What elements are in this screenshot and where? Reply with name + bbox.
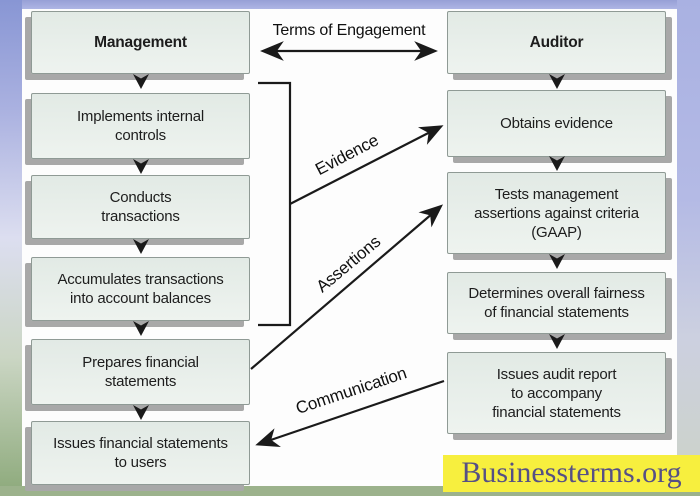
step-label: Prepares financial statements <box>82 354 199 390</box>
auditor-step-issues-audit-report: Issues audit report to accompany financi… <box>447 352 666 434</box>
auditor-step-determines-fairness: Determines overall fairness of financial… <box>447 272 666 334</box>
step-label: Obtains evidence <box>500 115 613 132</box>
down-chevron-icon <box>549 74 565 89</box>
frame-right-border <box>677 0 700 496</box>
step-label: Determines overall fairness of financial… <box>468 285 645 321</box>
down-chevron-icon <box>549 254 565 269</box>
step-label: Issues audit report to accompany financi… <box>492 365 621 421</box>
evidence-label: Evidence <box>312 130 382 179</box>
down-chevron-icon <box>549 334 565 349</box>
assertions-label: Assertions <box>312 231 385 297</box>
down-chevron-icon <box>133 159 149 174</box>
step-label: Issues financial statements to users <box>53 435 228 471</box>
management-step-prepares-statements: Prepares financial statements <box>31 339 250 405</box>
down-chevron-icon <box>133 74 149 89</box>
step-label: Implements internal controls <box>76 108 205 144</box>
step-label: Accumulates transactions into account ba… <box>57 271 224 307</box>
step-label: Tests management assertions against crit… <box>474 185 639 241</box>
watermark-banner: Businessterms.org <box>443 455 700 492</box>
auditor-header-label: Auditor <box>529 34 584 51</box>
down-chevron-icon <box>133 321 149 336</box>
management-step-accumulates-transactions: Accumulates transactions into account ba… <box>31 257 250 321</box>
management-activities-bracket <box>258 81 292 327</box>
assertions-arrow-icon <box>250 204 444 370</box>
communication-label: Communication <box>293 363 409 418</box>
frame-left-border <box>0 0 22 496</box>
auditor-header-box: Auditor <box>447 11 666 74</box>
auditor-step-obtains-evidence: Obtains evidence <box>447 90 666 157</box>
frame-bottom-bar <box>0 486 700 496</box>
management-header-label: Management <box>94 34 187 51</box>
management-step-conducts-transactions: Conducts transactions <box>31 175 250 239</box>
management-step-issues-statements: Issues financial statements to users <box>31 421 250 485</box>
down-chevron-icon <box>133 239 149 254</box>
management-header-box: Management <box>31 11 250 74</box>
frame-top-border <box>0 0 700 9</box>
terms-of-engagement-label: Terms of Engagement <box>272 22 426 39</box>
management-step-implements-controls: Implements internal controls <box>31 93 250 159</box>
down-chevron-icon <box>549 156 565 171</box>
step-label: Conducts transactions <box>101 189 180 225</box>
down-chevron-icon <box>133 405 149 420</box>
auditor-step-tests-assertions: Tests management assertions against crit… <box>447 172 666 254</box>
